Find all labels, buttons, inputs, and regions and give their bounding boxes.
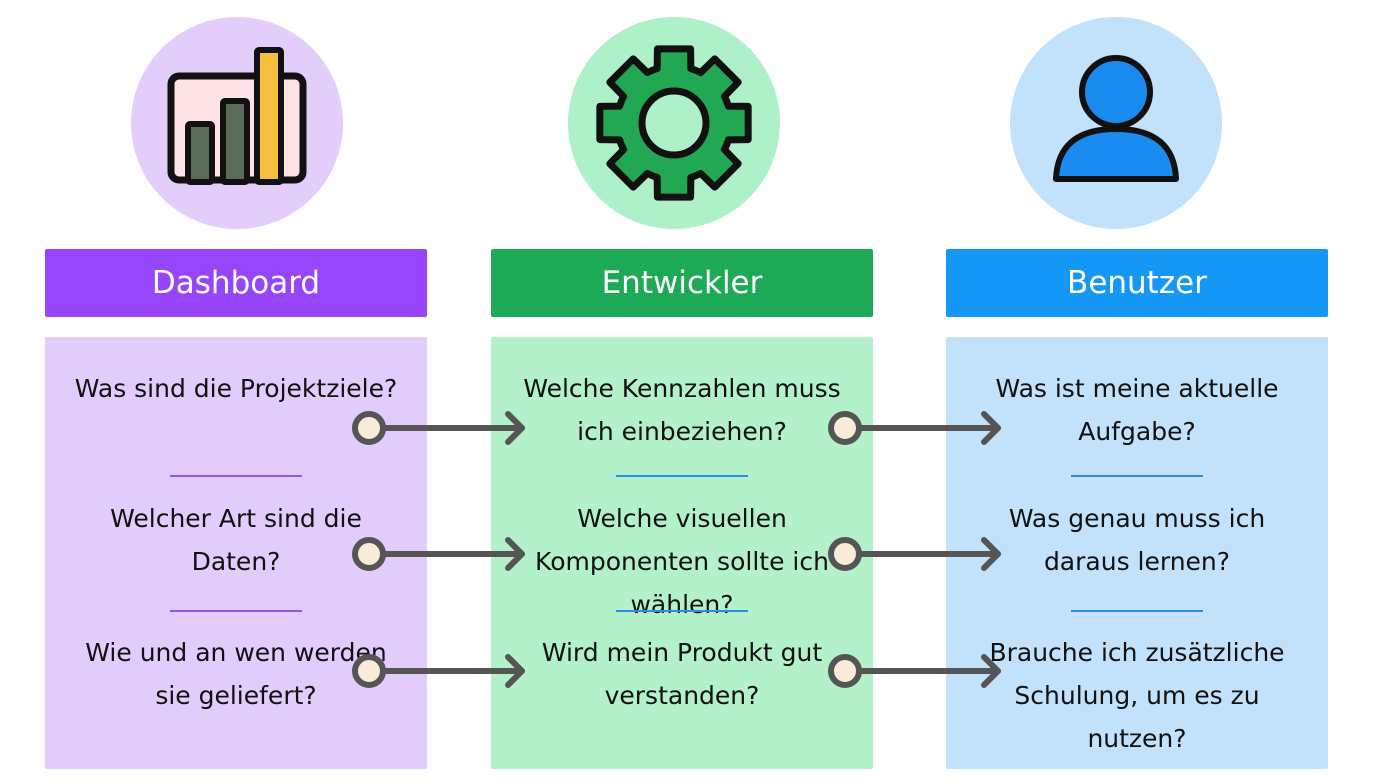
benutzer-header: Benutzer [946, 249, 1328, 317]
connector-arrow-5 [828, 537, 1001, 571]
dashboard-question-3: Wie und an wen werden sie geliefert? [85, 638, 387, 710]
connector-arrow-2 [352, 537, 525, 571]
gear-icon [596, 45, 752, 201]
user-icon [1053, 55, 1179, 182]
divider [616, 610, 748, 612]
dashboard-header: Dashboard [45, 249, 427, 317]
entwickler-header: Entwickler [491, 249, 873, 317]
benutzer-icon-circle [1010, 17, 1222, 229]
connector-arrow-6 [828, 654, 1001, 688]
connector-arrow-1 [352, 411, 525, 445]
benutzer-panel: Was ist meine aktuelle Aufgabe? Was gena… [946, 337, 1328, 769]
dashboard-question-1: Was sind die Projektziele? [74, 374, 398, 403]
benutzer-question-1: Was ist meine aktuelle Aufgabe? [995, 374, 1279, 446]
entwickler-question-1: Welche Kennzahlen muss ich einbeziehen? [523, 374, 841, 446]
entwickler-question-2: Welche visuellen Komponenten sollte ich … [535, 504, 829, 619]
entwickler-icon-circle [568, 17, 780, 229]
dashboard-question-2: Welcher Art sind die Daten? [110, 504, 362, 576]
connector-arrow-4 [828, 411, 1001, 445]
divider [170, 610, 302, 612]
divider [170, 475, 302, 477]
bar-chart-icon [167, 47, 307, 185]
entwickler-panel: Welche Kennzahlen muss ich einbeziehen? … [491, 337, 873, 769]
benutzer-question-3: Brauche ich zusätzliche Schulung, um es … [989, 638, 1285, 753]
connector-arrow-3 [352, 654, 525, 688]
divider [1071, 610, 1203, 612]
entwickler-question-3: Wird mein Produkt gut verstanden? [541, 638, 823, 710]
divider [616, 475, 748, 477]
divider [1071, 475, 1203, 477]
dashboard-icon-circle [131, 17, 343, 229]
benutzer-question-2: Was genau muss ich daraus lernen? [1008, 504, 1266, 576]
